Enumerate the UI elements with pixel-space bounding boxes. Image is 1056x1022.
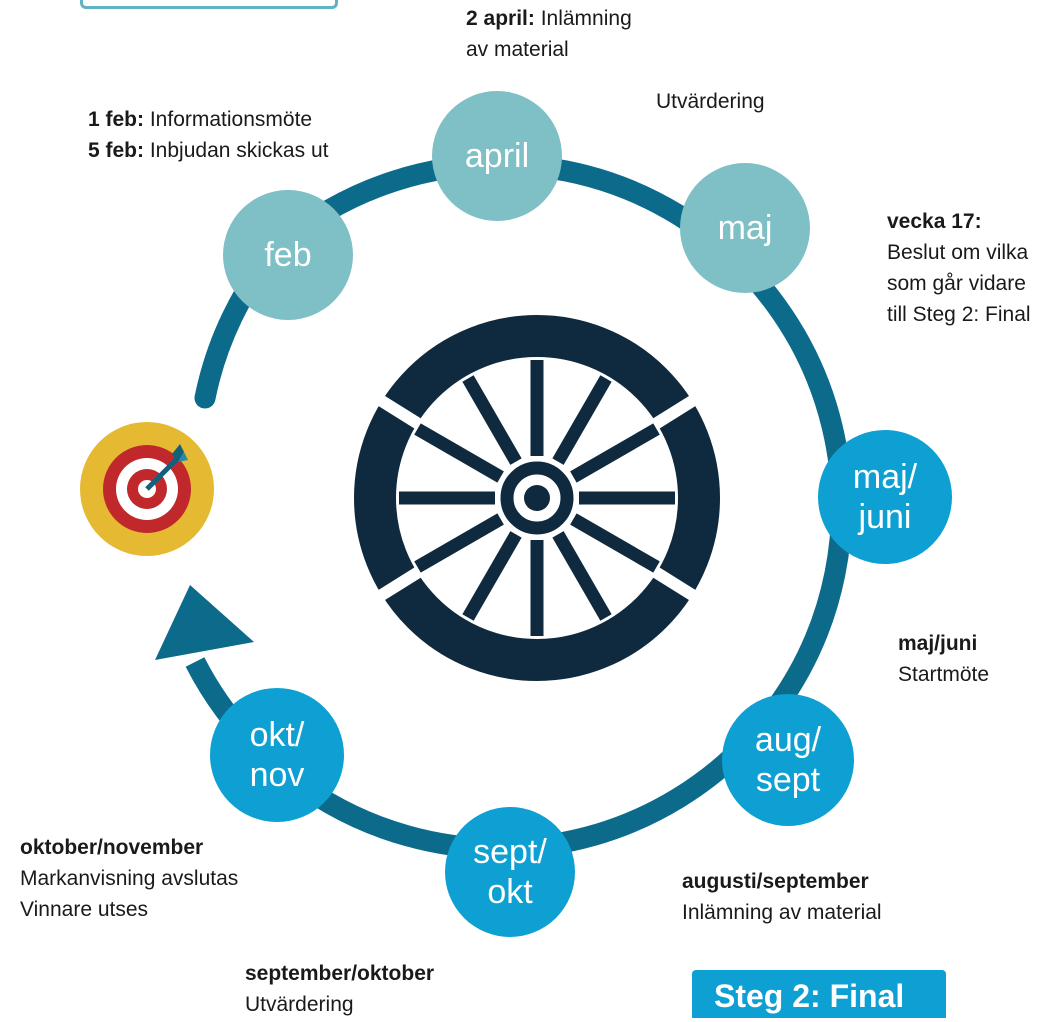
label-feb: 1 feb: Informationsmöte 5 feb: Inbjudan … — [88, 108, 329, 162]
arrow-head-icon — [155, 585, 254, 660]
label-oktober-november: oktober/november Markanvisning avslutas … — [20, 836, 239, 921]
month-label: nov — [249, 756, 305, 794]
label-augusti-september: augusti/september Inlämning av material — [682, 870, 882, 924]
steg-2-final-box: Steg 2: Final — [692, 970, 946, 1018]
month-maj: maj — [680, 163, 810, 293]
month-label: feb — [264, 236, 312, 274]
month-april: april — [432, 91, 562, 221]
month-feb: feb — [223, 190, 353, 320]
month-label: maj/ — [852, 458, 918, 496]
month-label: sept/ — [473, 833, 547, 871]
target-icon — [80, 422, 214, 556]
label-vecka-17: vecka 17: Beslut om vilka som går vidare… — [887, 210, 1031, 326]
month-label: sept — [755, 761, 821, 799]
month-label: juni — [858, 498, 912, 536]
wheel-icon — [354, 315, 720, 681]
month-label: april — [464, 137, 530, 175]
label-april: 2 april: Inlämning av material — [466, 7, 632, 61]
label-september-oktober: september/oktober Utvärdering — [245, 962, 435, 1016]
top-box-fragment — [80, 0, 338, 9]
month-label: okt — [487, 873, 533, 911]
label-maj-juni: maj/juni Startmöte — [898, 632, 990, 686]
month-label: maj — [717, 209, 773, 247]
label-utvardering-top: Utvärdering — [656, 90, 765, 113]
month-okt-nov: okt/ nov — [210, 688, 344, 822]
month-label: aug/ — [754, 721, 822, 759]
month-maj-juni: maj/ juni — [818, 430, 952, 564]
month-aug-sept: aug/ sept — [722, 694, 854, 826]
month-sept-okt: sept/ okt — [445, 807, 575, 937]
month-label: okt/ — [249, 716, 305, 754]
